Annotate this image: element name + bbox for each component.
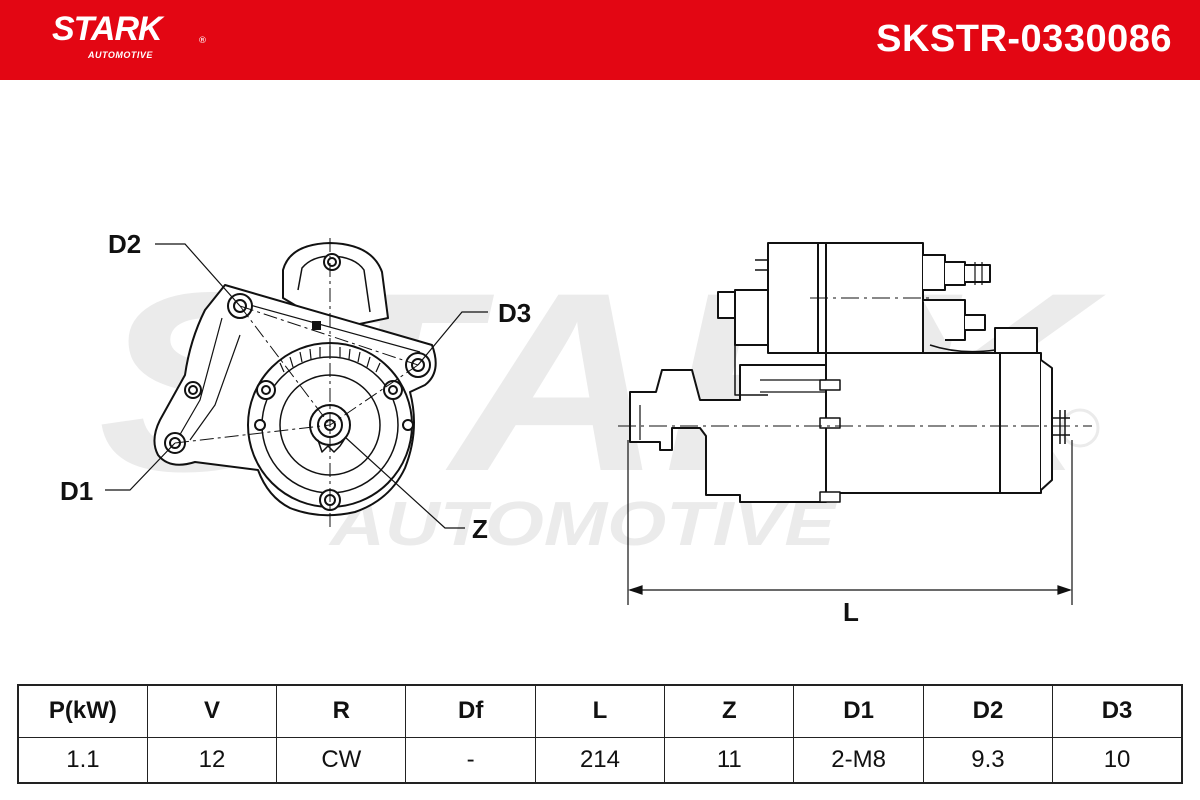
value-cell: 214 <box>534 736 666 784</box>
spec-table-value-row: 1.1 12 CW - 214 11 2-M8 9.3 10 <box>17 736 1183 784</box>
side-centerlines <box>618 297 1092 427</box>
front-leader-lines <box>105 243 488 529</box>
brand-subtitle: AUTOMOTIVE <box>88 50 153 60</box>
technical-drawing: STARK AUTOMOTIVE <box>60 229 1106 627</box>
diagram-labels: D2 D3 D1 Z L <box>60 229 859 627</box>
value-cell: 9.3 <box>922 736 1054 784</box>
value-cell: CW <box>276 736 407 784</box>
spec-table: P(kW) V R Df L Z D1 D2 D3 1.1 12 CW - 21… <box>17 684 1183 784</box>
starter-side-view <box>618 242 1092 503</box>
value-cell: 11 <box>664 736 795 784</box>
label-d2: D2 <box>108 229 141 259</box>
header-cell: P(kW) <box>17 684 148 738</box>
header-cell: D3 <box>1052 684 1183 738</box>
label-d1: D1 <box>60 476 93 506</box>
value-cell: - <box>405 736 536 784</box>
brand-registered-mark: ® <box>198 36 207 46</box>
header-cell: D2 <box>922 684 1054 738</box>
header-bar: STARK ® AUTOMOTIVE SKSTR-0330086 <box>0 0 1200 80</box>
value-cell: 2-M8 <box>793 736 924 784</box>
terminal-marker <box>312 321 321 330</box>
value-cell: 12 <box>146 736 278 784</box>
value-cell: 1.1 <box>17 736 148 784</box>
flange-bolts <box>819 379 841 503</box>
brand-logo: STARK <box>52 10 163 48</box>
header-cell: D1 <box>793 684 924 738</box>
gear-ring-hatch <box>279 346 381 373</box>
dimension-l <box>627 440 1073 605</box>
header-cell: Z <box>664 684 795 738</box>
part-number: SKSTR-0330086 <box>876 18 1172 60</box>
bolt-holes <box>164 253 431 511</box>
front-centerlines <box>174 238 419 530</box>
label-d3: D3 <box>498 298 531 328</box>
header-cell: L <box>534 684 666 738</box>
spec-table-header-row: P(kW) V R Df L Z D1 D2 D3 <box>17 684 1183 738</box>
value-cell: 10 <box>1052 736 1183 784</box>
label-z: Z <box>472 514 488 544</box>
label-l: L <box>843 597 859 627</box>
header-cell: V <box>146 684 278 738</box>
starter-front-view <box>153 238 437 530</box>
header-cell: Df <box>405 684 536 738</box>
header-cell: R <box>276 684 407 738</box>
